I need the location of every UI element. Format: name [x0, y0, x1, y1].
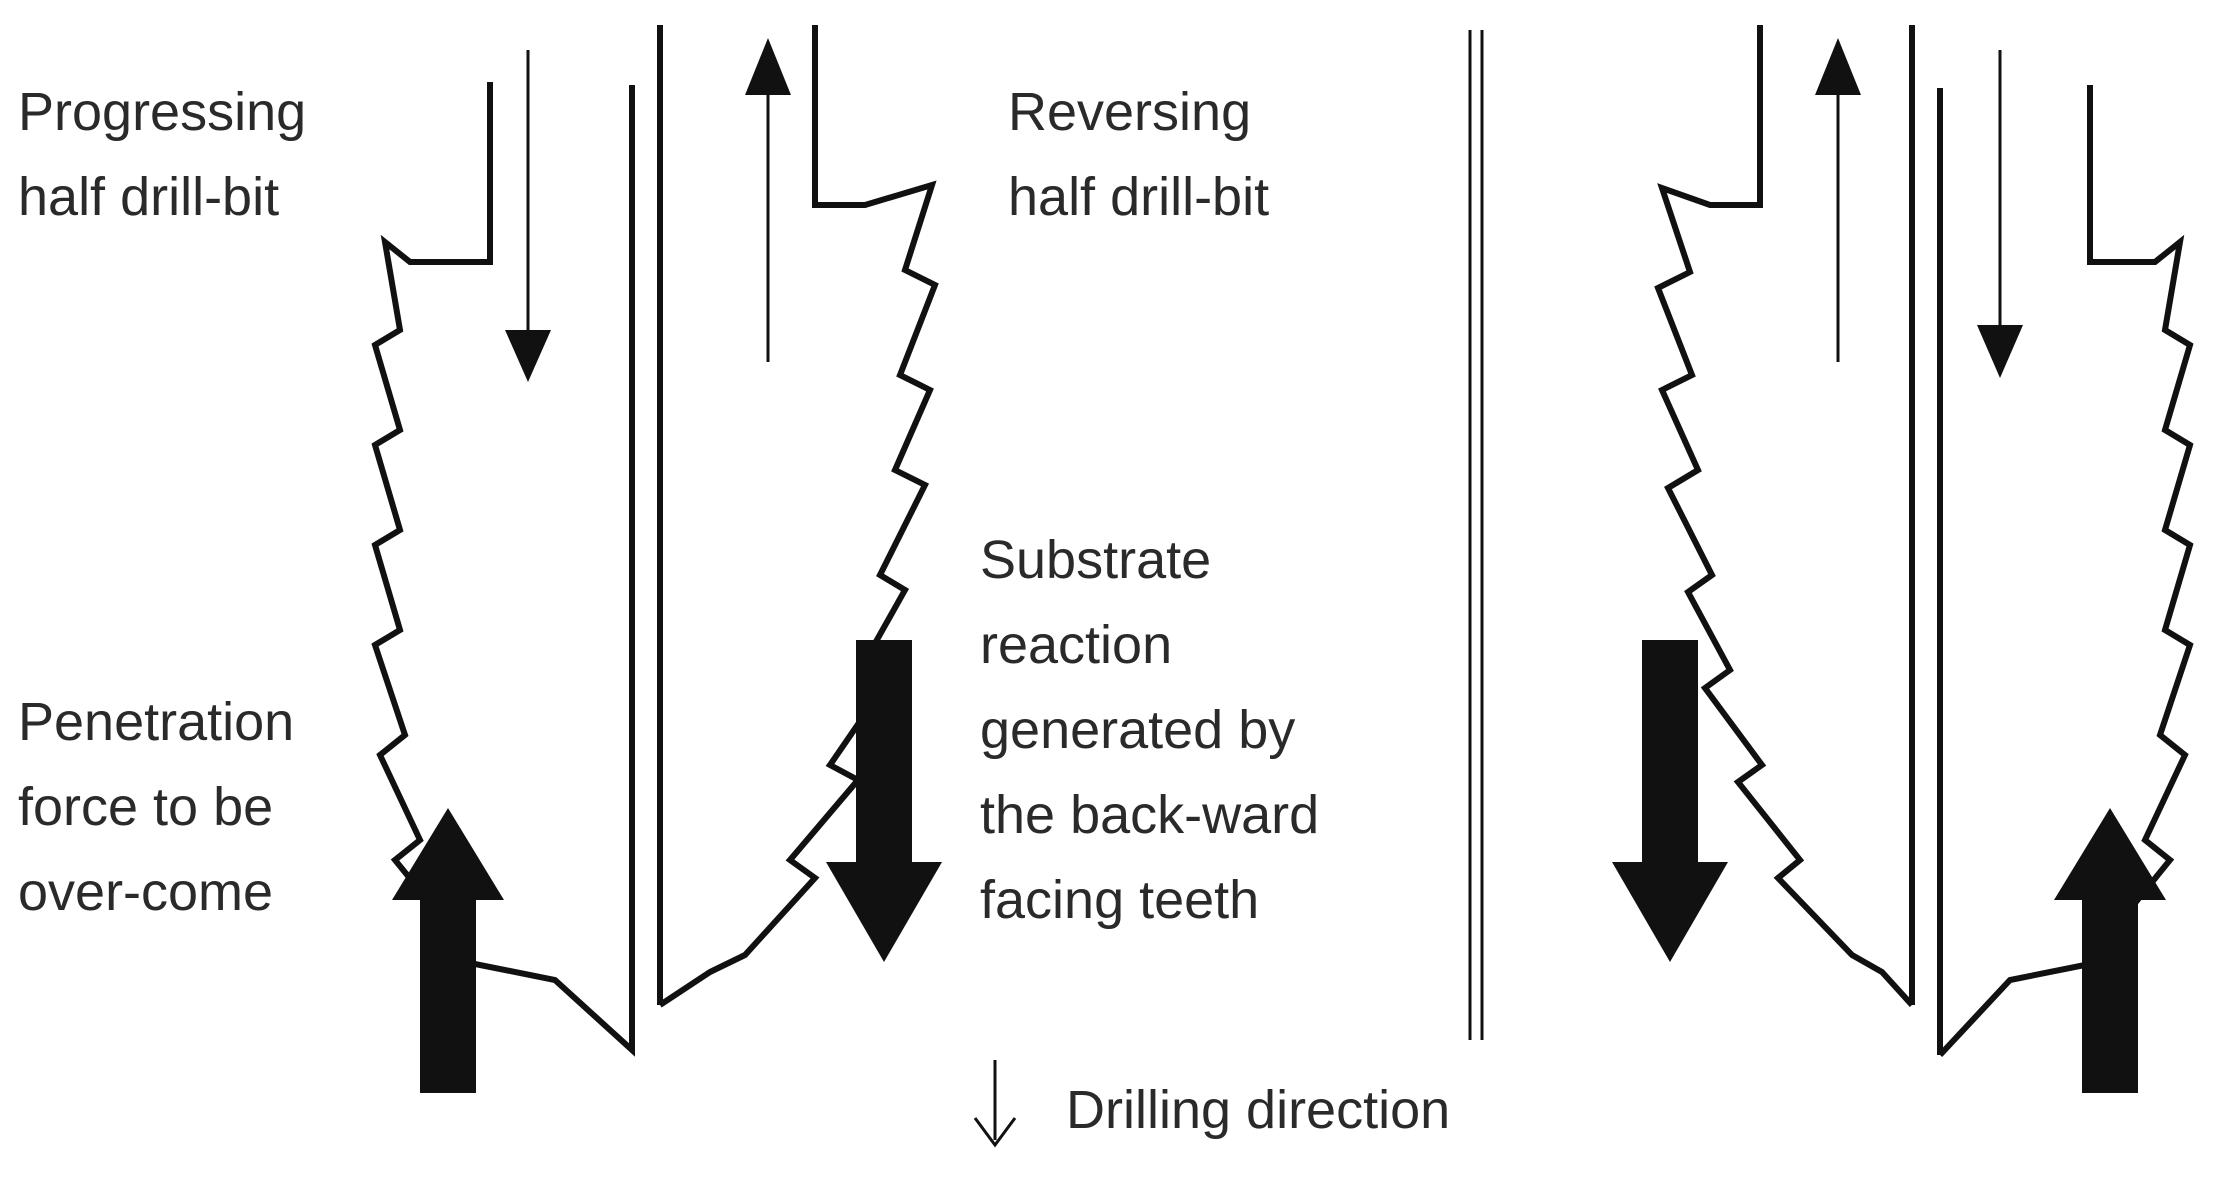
right-reverse-motion-arrow: [1815, 38, 1861, 362]
right-substrate-reaction-arrow: [1612, 640, 1728, 962]
substrate-label-line1: Substrate: [980, 530, 1211, 590]
substrate-label-line4: the back-ward: [980, 785, 1319, 845]
reversing-label-line1: Reversing: [1008, 82, 1251, 142]
left-progressing-half-bit: [371, 82, 635, 1057]
penetration-force-arrow: [392, 808, 504, 1093]
drilling-direction-arrow: [973, 1060, 1017, 1148]
right-progress-motion-arrow: [1977, 50, 2023, 378]
right-bit-outline: [658, 25, 939, 1008]
penetration-label-line1: Penetration: [18, 692, 294, 752]
reversing-label-line2: half drill-bit: [1008, 167, 1269, 227]
panel-divider: [1468, 30, 1484, 1040]
substrate-label-line3: generated by: [980, 700, 1295, 760]
substrate-reaction-arrow: [826, 640, 942, 962]
progress-motion-arrow: [505, 50, 551, 382]
penetration-label-line3: over-come: [18, 862, 273, 922]
penetration-label-line2: force to be: [18, 777, 273, 837]
left-bit-outline: [371, 82, 635, 1057]
right-assembly-left-outline: [1654, 25, 1915, 1008]
substrate-label-line5: facing teeth: [980, 870, 1259, 930]
right-reversing-half-bit: [1654, 25, 1915, 1008]
progressing-label-line1: Progressing: [18, 82, 306, 142]
left-reversing-half-bit: [658, 25, 939, 1008]
reverse-motion-arrow: [745, 38, 791, 362]
right-progressing-half-bit: [1937, 85, 2194, 1058]
right-drill-assembly: [1612, 25, 2194, 1093]
drilling-direction-label: Drilling direction: [1066, 1080, 1450, 1140]
right-assembly-right-outline: [1937, 85, 2194, 1058]
substrate-label-line2: reaction: [980, 615, 1172, 675]
right-penetration-force-arrow: [2054, 808, 2166, 1093]
left-drill-assembly: [371, 25, 942, 1093]
progressing-label-line2: half drill-bit: [18, 167, 279, 227]
